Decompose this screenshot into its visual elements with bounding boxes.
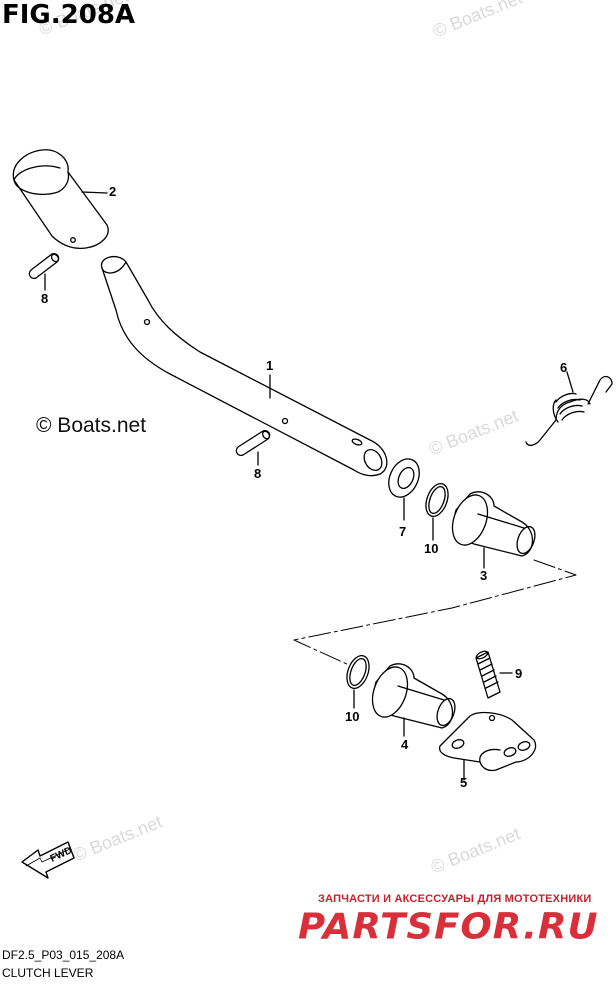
part-1-lever-rod (100, 255, 388, 477)
part-6-spring (525, 371, 613, 446)
callout-3: 3 (480, 568, 488, 583)
callout-8-upper: 8 (41, 291, 49, 306)
callout-6: 6 (560, 360, 568, 375)
figure-name: CLUTCH LEVER (2, 966, 94, 980)
advert-tagline: ЗАПЧАСТИ И АКСЕССУАРЫ ДЛЯ МОТОТЕХНИКИ (318, 893, 592, 905)
callout-8-lower: 8 (254, 466, 262, 481)
part-7-washer (388, 458, 420, 521)
callout-7: 7 (399, 524, 407, 539)
fwd-arrow-icon (21, 841, 75, 879)
part-2-grip-sleeve (12, 149, 109, 250)
part-8-pin-upper (28, 252, 60, 291)
callout-5: 5 (460, 775, 468, 790)
figure-code: DF2.5_P03_015_208A (2, 948, 125, 962)
watermark-main: © Boats.net (36, 414, 147, 437)
part-10-ring-lower (346, 655, 370, 709)
callout-10-lower: 10 (345, 709, 360, 724)
part-5-bracket (438, 711, 537, 781)
figure-title: FIG.208A (2, 0, 136, 30)
part-3-bushing (451, 491, 536, 569)
callout-1: 1 (266, 358, 274, 373)
advert-logo: PARTSFOR.RU (298, 906, 599, 947)
part-10-ring-upper (425, 483, 449, 541)
part-4-bushing (371, 663, 456, 737)
callout-9: 9 (515, 666, 523, 681)
callout-4: 4 (401, 737, 409, 752)
part-8-pin-lower (235, 429, 271, 466)
part-9-spring-pin (475, 650, 513, 699)
callout-2: 2 (109, 184, 117, 199)
callout-10-upper: 10 (424, 541, 439, 556)
